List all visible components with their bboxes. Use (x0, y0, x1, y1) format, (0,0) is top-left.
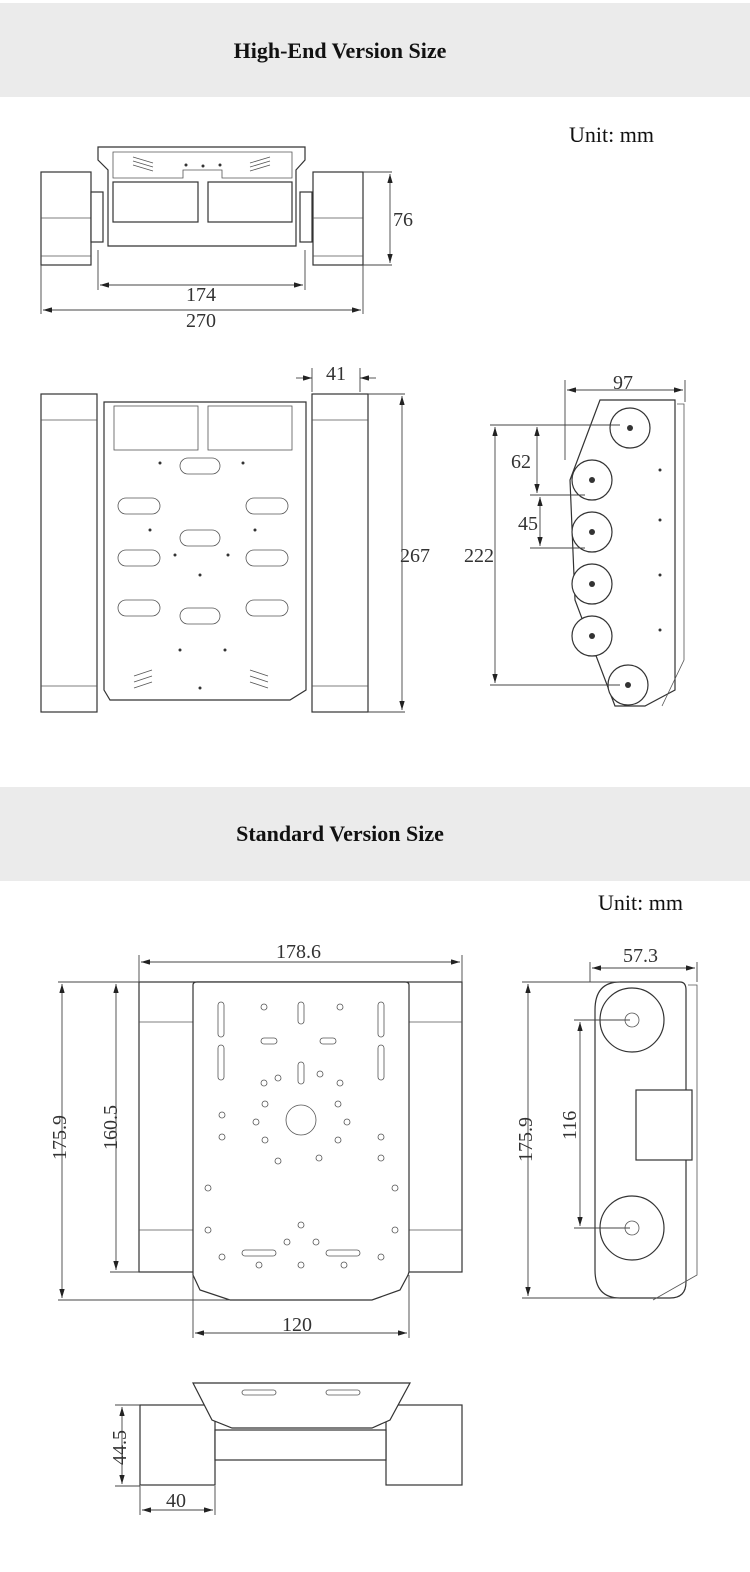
dim-top-length: 267 (400, 545, 430, 567)
dim-side-upper-spacing: 62 (511, 451, 531, 473)
standard-title: Standard Version Size (236, 821, 444, 846)
dim-track-width: 41 (326, 363, 346, 385)
dim-top-track-length: 160.5 (100, 1105, 122, 1150)
dim-top-total-length: 175.9 (49, 1115, 71, 1160)
dim-side-wheelbase: 222 (464, 545, 494, 567)
dim-side-length-std: 175.9 (515, 1117, 537, 1162)
dim-side-width: 97 (613, 372, 633, 394)
standard-side-view: 57.3 175.9 116 (515, 945, 698, 1301)
dim-side-wheelbase-std: 116 (559, 1111, 581, 1140)
dim-top-total-width: 178.6 (276, 941, 321, 963)
dim-side-wheel-spacing: 45 (518, 513, 538, 535)
high-end-top-view: 41 267 (40, 363, 430, 713)
high-end-unit-label: Unit: mm (569, 122, 654, 147)
high-end-front-view: 76 174 270 (40, 146, 413, 332)
high-end-side-view: 97 222 62 45 (464, 372, 686, 707)
dim-front-total-width: 270 (186, 310, 216, 332)
dim-front-inner-width: 174 (186, 284, 216, 306)
standard-header-band: Standard Version Size (0, 787, 750, 881)
standard-top-view: 178.6 175.9 160.5 120 (49, 941, 463, 1338)
dim-plate-width: 120 (282, 1314, 312, 1336)
standard-front-view: 44.5 40 (109, 1382, 463, 1515)
dim-front-track-width-std: 40 (166, 1490, 186, 1512)
dim-front-height-std: 44.5 (109, 1430, 131, 1465)
dim-side-width-std: 57.3 (623, 945, 658, 967)
high-end-header-band: High-End Version Size (0, 3, 750, 97)
standard-unit-label: Unit: mm (598, 890, 683, 915)
dim-front-height: 76 (393, 209, 413, 231)
high-end-title: High-End Version Size (233, 38, 447, 63)
